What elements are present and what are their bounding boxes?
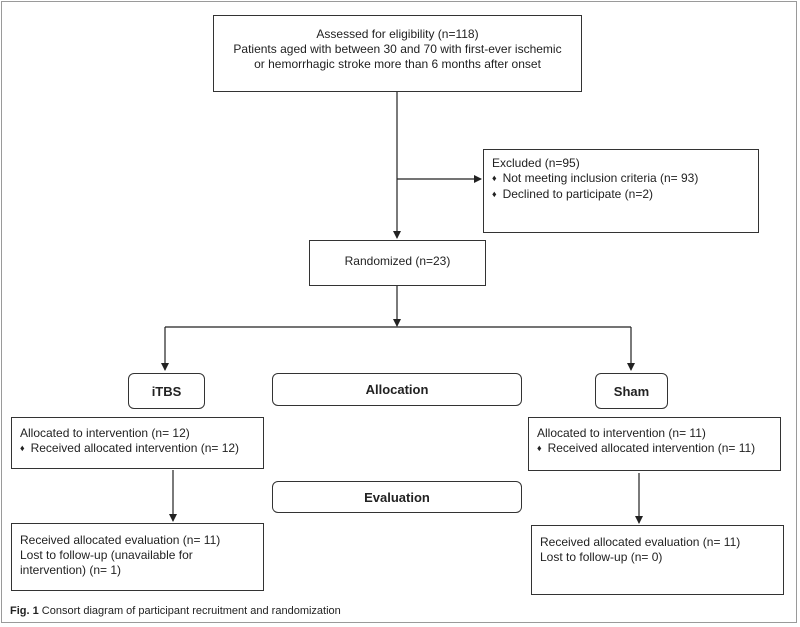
- arm-label-sham: Sham: [595, 373, 668, 409]
- itbs-lost-followup: Lost to follow-up (unavailable for: [20, 548, 193, 562]
- eligibility-title: Assessed for eligibility (n=118): [316, 27, 479, 41]
- sham-allocation-box: Allocated to intervention (n= 11) Receiv…: [528, 417, 781, 471]
- excluded-box: Excluded (n=95) Not meeting inclusion cr…: [483, 149, 759, 233]
- sham-evaluation-box: Received allocated evaluation (n= 11) Lo…: [531, 525, 784, 595]
- sham-allocated: Allocated to intervention (n= 11): [537, 426, 706, 440]
- itbs-allocation-box: Allocated to intervention (n= 12) Receiv…: [11, 417, 264, 469]
- stage-allocation: Allocation: [272, 373, 522, 406]
- itbs-evaluation-received: Received allocated evaluation (n= 11): [20, 533, 221, 547]
- randomized-label: Randomized (n=23): [344, 254, 451, 268]
- figure-caption: Fig. 1 Consort diagram of participant re…: [10, 605, 341, 617]
- eligibility-criteria-line-1: Patients aged with between 30 and 70 wit…: [233, 42, 562, 56]
- caption-label: Fig. 1: [10, 605, 39, 617]
- sham-received: Received allocated intervention (n= 11): [537, 441, 772, 457]
- sham-lost-followup: Lost to follow-up (n= 0): [540, 550, 663, 564]
- itbs-allocated: Allocated to intervention (n= 12): [20, 426, 190, 440]
- eligibility-box: Assessed for eligibility (n=118) Patient…: [213, 15, 582, 92]
- stage-evaluation: Evaluation: [272, 481, 522, 513]
- caption-text: Consort diagram of participant recruitme…: [41, 605, 341, 617]
- itbs-lost-followup-cont: intervention) (n= 1): [20, 563, 122, 577]
- itbs-evaluation-box: Received allocated evaluation (n= 11) Lo…: [11, 523, 264, 591]
- arm-name: iTBS: [151, 383, 182, 399]
- arm-name: Sham: [613, 383, 650, 399]
- stage-evaluation-label: Evaluation: [364, 489, 430, 505]
- itbs-received: Received allocated intervention (n= 12): [20, 441, 255, 457]
- excluded-item: Declined to participate (n=2): [492, 187, 750, 203]
- randomized-box: Randomized (n=23): [309, 240, 486, 286]
- arm-label-itbs: iTBS: [128, 373, 205, 409]
- sham-evaluation-received: Received allocated evaluation (n= 11): [540, 535, 741, 549]
- excluded-title: Excluded (n=95): [492, 156, 580, 170]
- excluded-item: Not meeting inclusion criteria (n= 93): [492, 171, 750, 187]
- eligibility-criteria-line-2: or hemorrhagic stroke more than 6 months…: [254, 57, 541, 71]
- stage-allocation-label: Allocation: [365, 382, 429, 397]
